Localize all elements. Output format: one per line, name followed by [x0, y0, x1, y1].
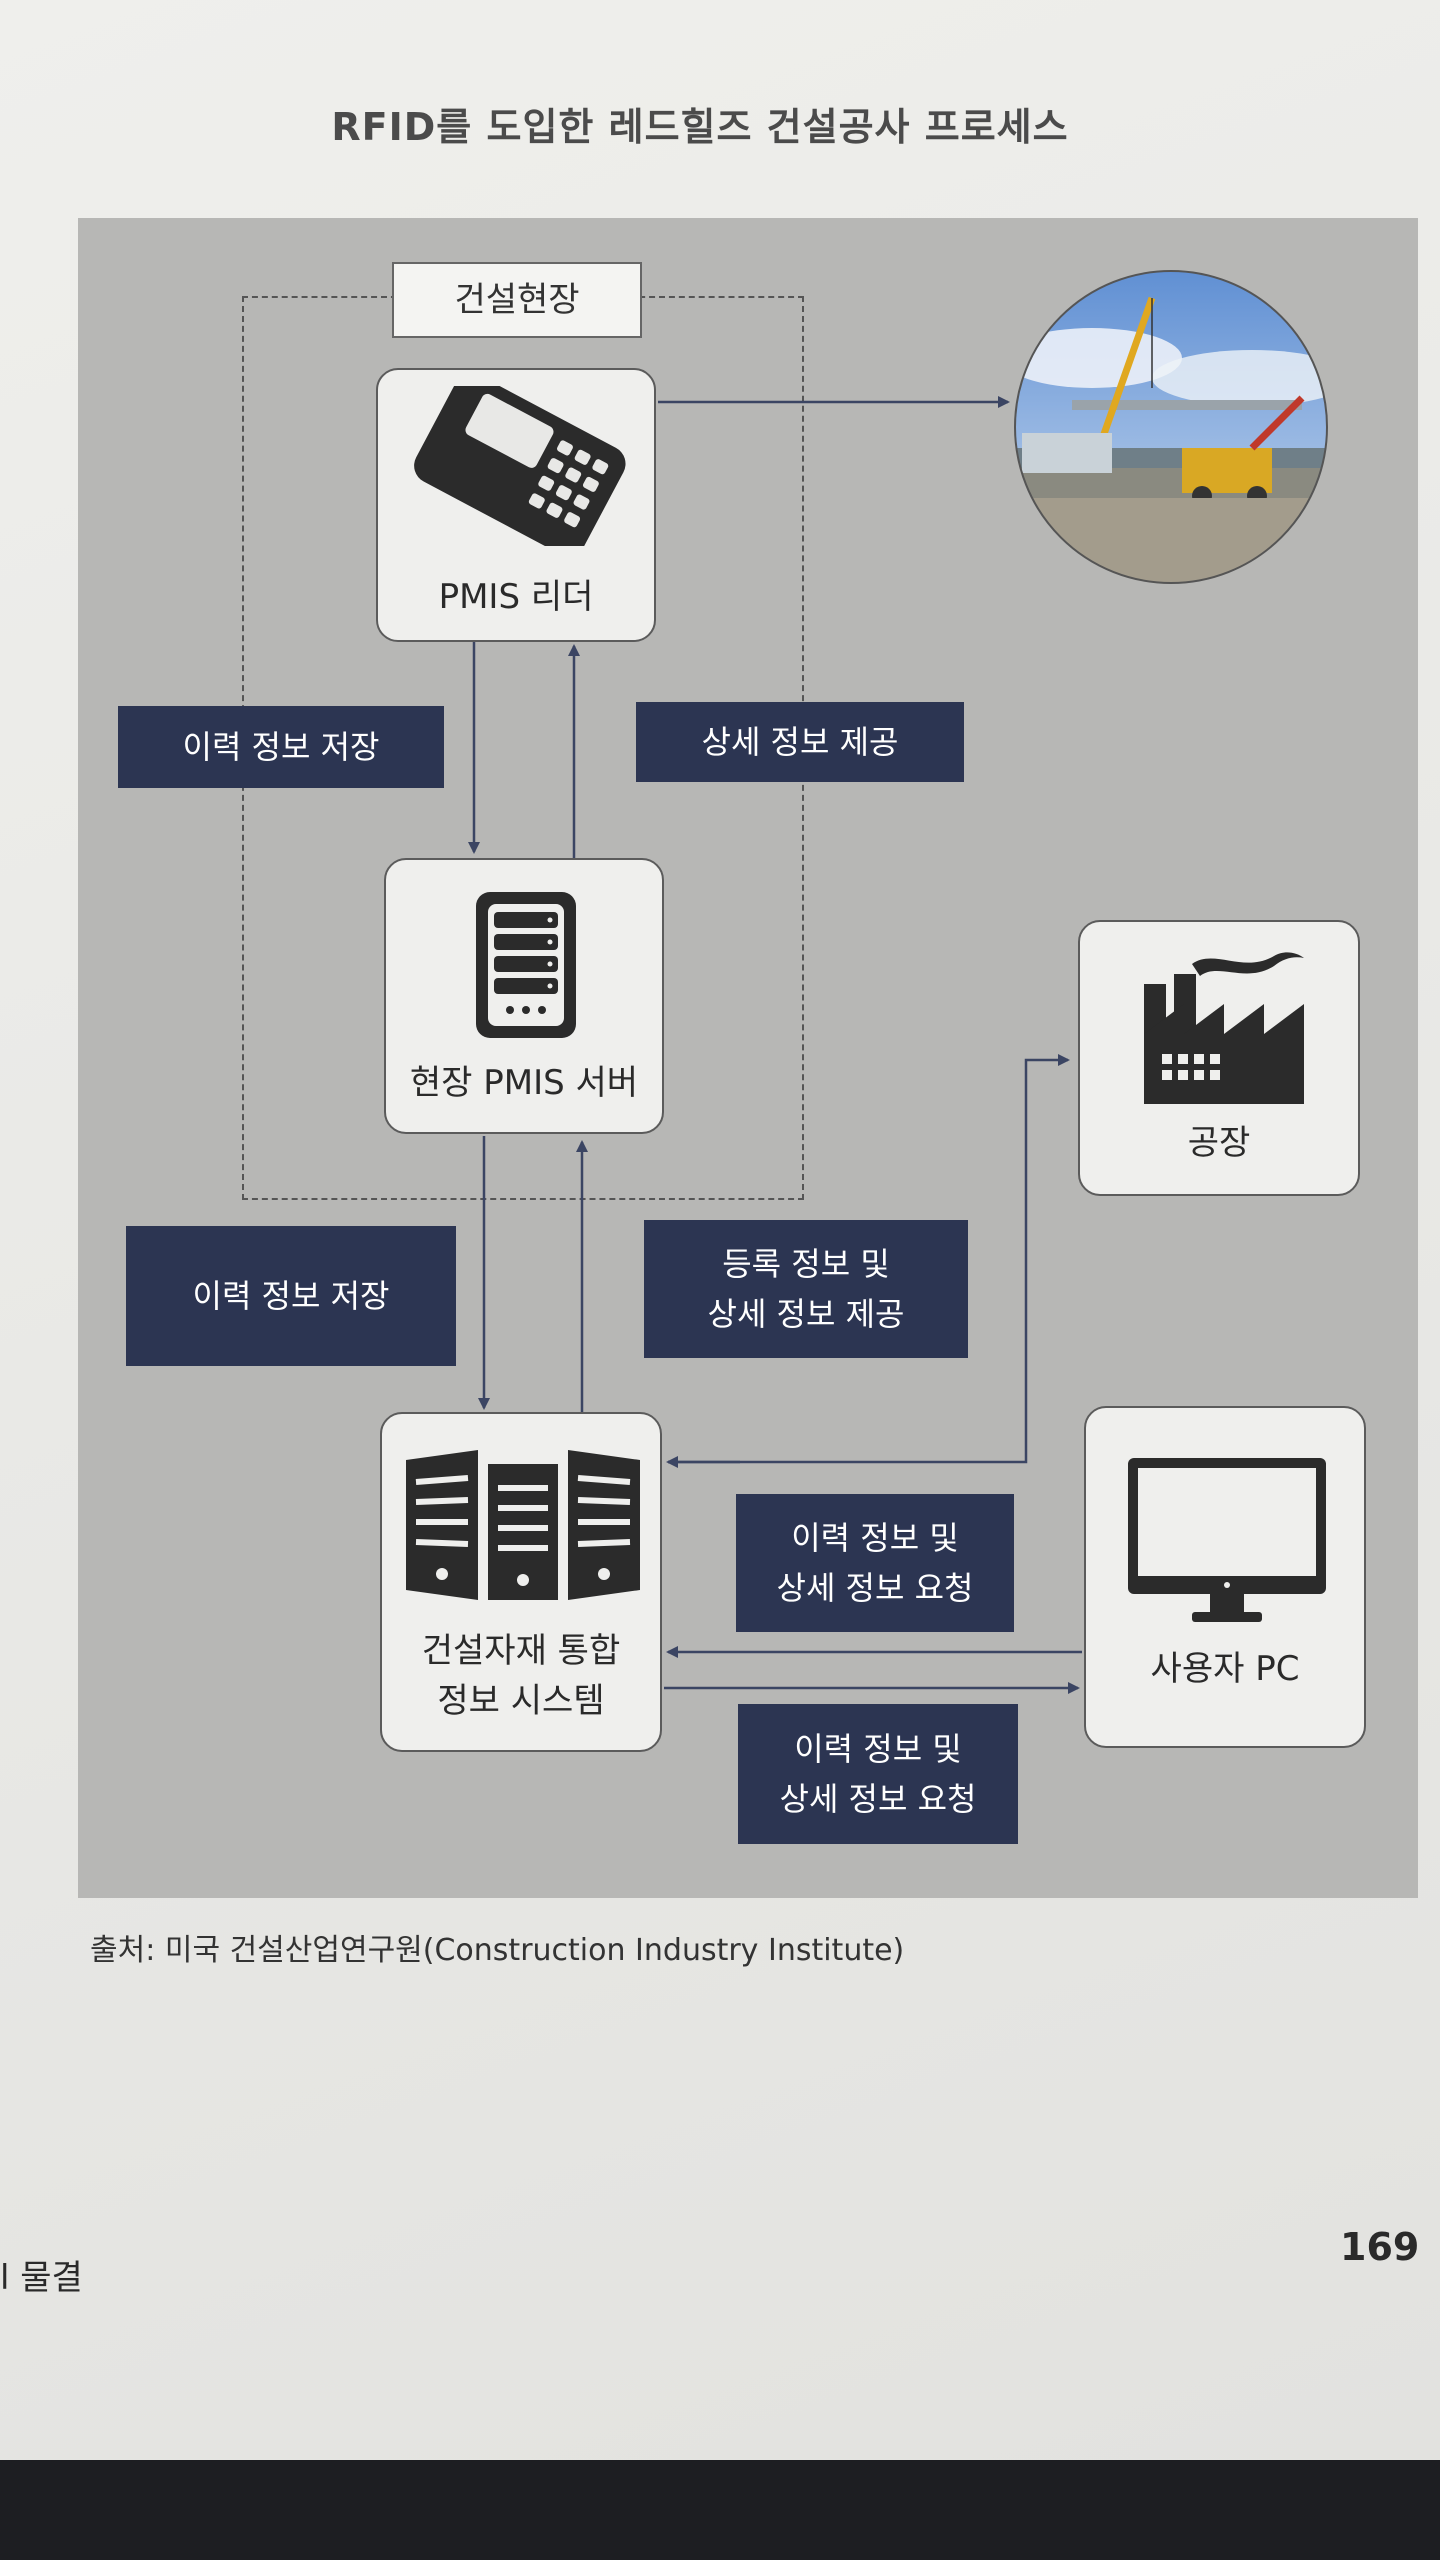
register-detail-tag-line2: 상세 정보 제공	[707, 1295, 905, 1333]
user-pc-node: 사용자 PC	[1084, 1406, 1366, 1748]
page-edge-shadow	[0, 2460, 1440, 2560]
card-reader-icon	[414, 386, 626, 546]
factory-label: 공장	[1187, 1123, 1251, 1163]
factory-icon	[1144, 952, 1304, 1104]
source-caption: 출처: 미국 건설산업연구원(Construction Industry Ins…	[90, 1933, 905, 1968]
integrated-info-system-label-1: 건설자재 통합	[421, 1631, 621, 1671]
history-request-tag-2-line1: 이력 정보 및	[794, 1730, 962, 1768]
server-icon	[476, 892, 576, 1038]
history-request-tag-1-line2: 상세 정보 요청	[776, 1569, 974, 1607]
integrated-info-system-label-2: 정보 시스템	[437, 1681, 605, 1721]
site-pmis-server-node: 현장 PMIS 서버	[384, 858, 664, 1134]
monitor-icon	[1128, 1458, 1326, 1622]
user-pc-label: 사용자 PC	[1150, 1649, 1300, 1689]
history-store-tag-1-text: 이력 정보 저장	[182, 728, 380, 766]
detail-provide-tag-1: 상세 정보 제공	[636, 702, 964, 782]
construction-site-label: 건설현장	[392, 262, 642, 338]
server-rack-icon	[406, 1450, 640, 1600]
history-request-tag-1-line1: 이력 정보 및	[791, 1519, 959, 1557]
diagram-title: RFID를 도입한 레드힐즈 건설공사 프로세스	[331, 105, 1069, 149]
history-request-tag-1: 이력 정보 및 상세 정보 요청	[736, 1494, 1014, 1632]
detail-provide-tag-1-text: 상세 정보 제공	[701, 723, 899, 761]
integrated-info-system-node: 건설자재 통합 정보 시스템	[380, 1412, 662, 1752]
history-request-tag-2: 이력 정보 및 상세 정보 요청	[738, 1704, 1018, 1844]
history-store-tag-1: 이력 정보 저장	[118, 706, 444, 788]
factory-node: 공장	[1078, 920, 1360, 1196]
site-pmis-server-label: 현장 PMIS 서버	[409, 1063, 639, 1103]
history-store-tag-2-text: 이력 정보 저장	[192, 1277, 390, 1315]
construction-site-photo	[1014, 270, 1328, 584]
register-detail-tag-line1: 등록 정보 및	[722, 1245, 890, 1283]
pmis-reader-node: PMIS 리더	[376, 368, 656, 642]
pmis-reader-label: PMIS 리더	[438, 577, 594, 617]
register-detail-tag: 등록 정보 및 상세 정보 제공	[644, 1220, 968, 1358]
history-store-tag-2: 이력 정보 저장	[126, 1226, 456, 1366]
running-footer-text: l 물결	[0, 2258, 83, 2298]
flow-arrows	[468, 396, 1082, 1694]
page-number: 169	[1340, 2225, 1420, 2269]
history-request-tag-2-line2: 상세 정보 요청	[779, 1780, 977, 1818]
arrow-factory-link	[668, 1054, 1070, 1464]
